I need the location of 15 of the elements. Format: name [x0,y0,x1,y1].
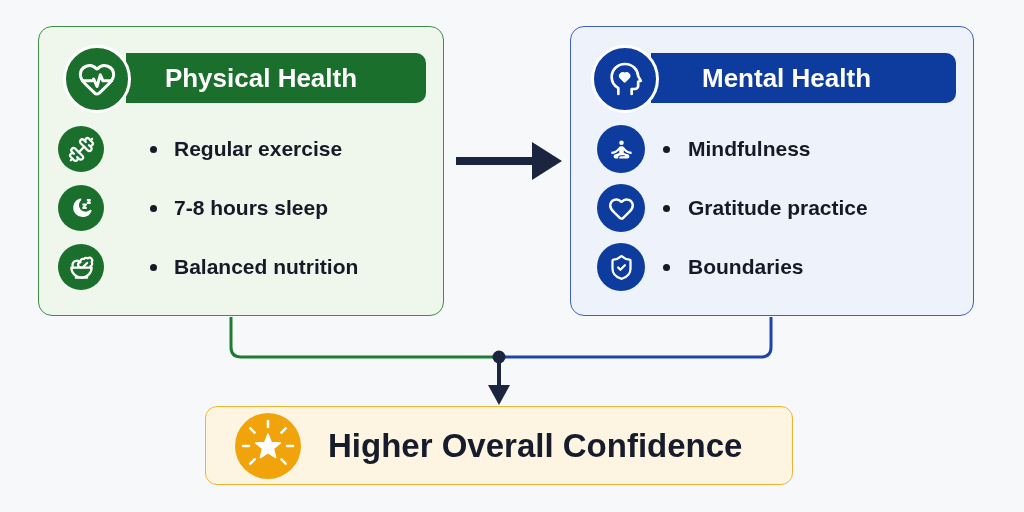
result-text: Higher Overall Confidence [328,425,743,466]
list-item-text: Boundaries [688,254,804,281]
list-item-text: Mindfulness [688,136,811,163]
panel-heading: Physical Health [164,61,358,95]
list-item-text: 7-8 hours sleep [174,195,329,222]
result-box [205,406,793,485]
list-item-text: Balanced nutrition [174,254,359,281]
list-item-text: Regular exercise [174,136,343,163]
panel-card [38,26,444,316]
list-item-text: Gratitude practice [688,195,868,222]
arrow [488,350,510,405]
connector-line [229,317,493,359]
panel-card [570,26,974,316]
panel-heading: Mental Health [702,61,871,95]
connector-line [505,317,773,359]
